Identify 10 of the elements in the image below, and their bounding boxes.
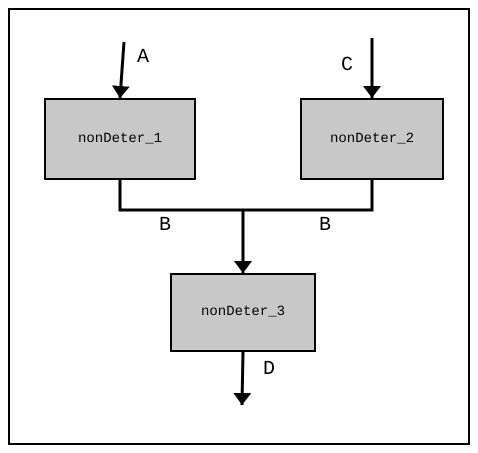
arrow	[366, 38, 378, 98]
process-box	[170, 273, 316, 352]
arrow	[237, 180, 374, 273]
process-box	[44, 98, 196, 180]
node-label: nonDeter_1	[78, 130, 162, 148]
node-label: nonDeter_3	[200, 303, 285, 322]
arrow	[236, 352, 248, 406]
node-label: nonDeter_2	[330, 130, 414, 148]
arrow	[114, 42, 127, 98]
process-box	[300, 98, 444, 180]
